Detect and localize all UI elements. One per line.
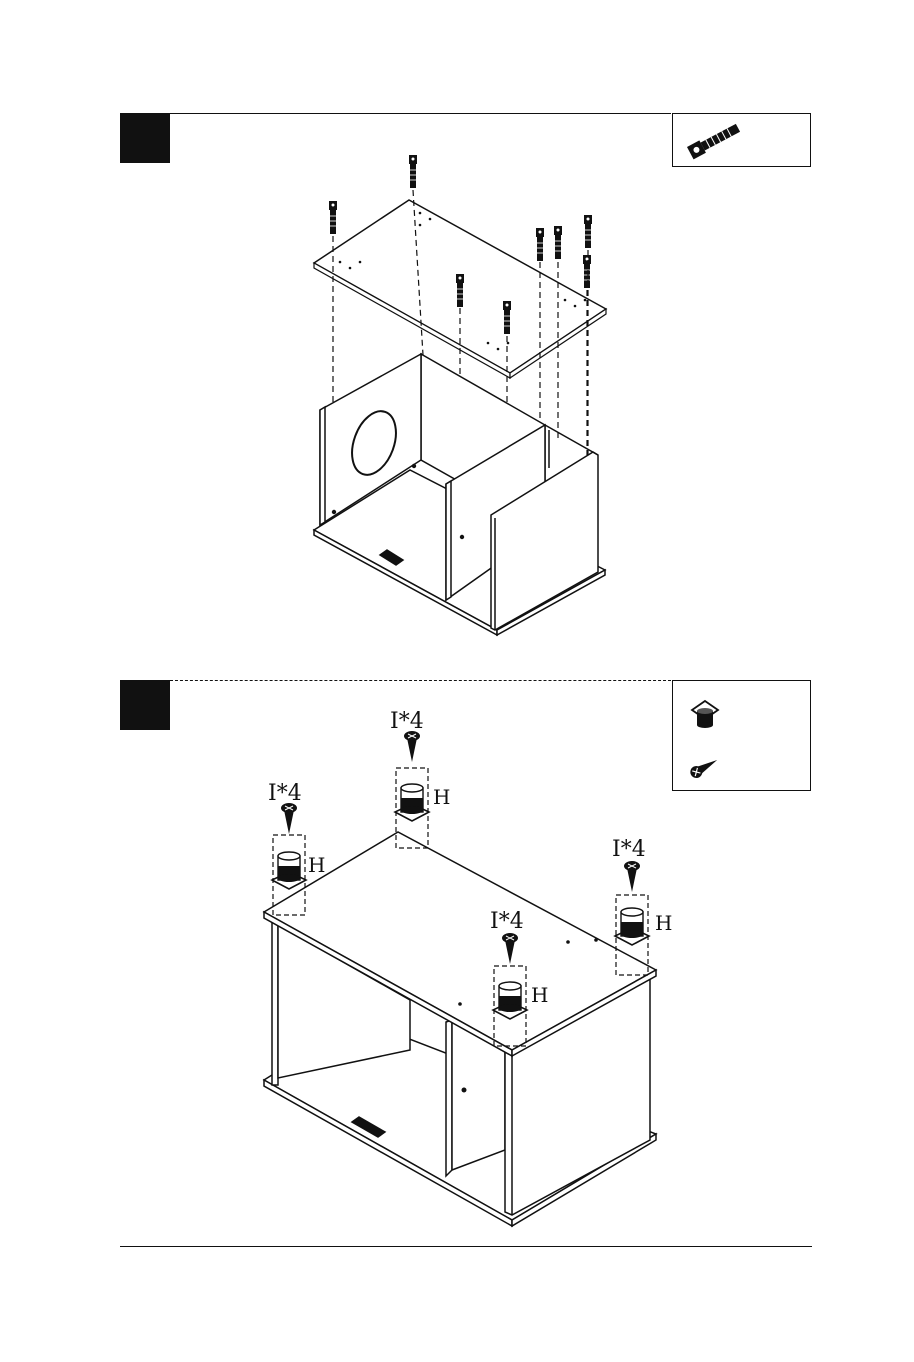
callout-part-back-left: H [433,785,450,809]
callout-qty-front-left: I*4 [268,781,302,806]
callout-part-front-left: H [308,853,325,877]
callout-qty-front-right: I*4 [490,909,524,934]
cabinet-inverted [264,832,656,1226]
callout-qty-back-right: I*4 [612,837,646,862]
callout-part-back-right: H [655,911,672,935]
callout-qty-back-left: I*4 [390,709,424,734]
glide-foot-back-left [395,731,429,848]
footer-rule [120,1246,812,1247]
callout-part-front-right: H [531,983,548,1007]
